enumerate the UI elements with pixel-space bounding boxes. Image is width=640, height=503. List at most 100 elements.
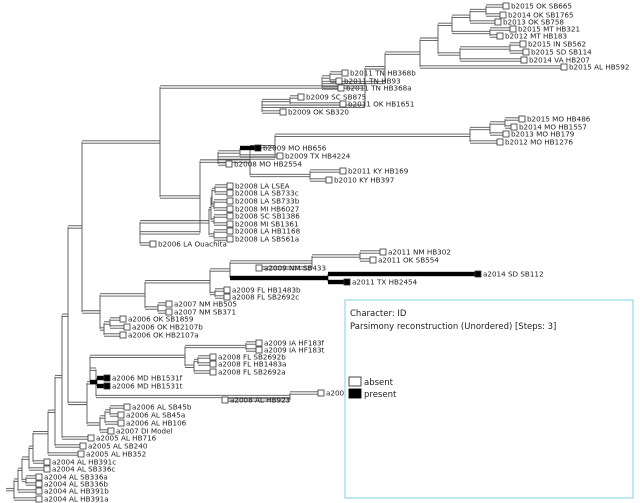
- taxon-label: b2008 LA SB733c: [235, 189, 299, 198]
- taxon-label: a2008 FL HB1483a: [218, 360, 286, 369]
- taxon-label: b2008 MI SB1361: [235, 220, 299, 229]
- taxon-state-box: [117, 411, 125, 419]
- taxon-state-box: [209, 360, 217, 368]
- taxon-state-box: [226, 235, 234, 243]
- legend-present-swatch: [348, 388, 362, 399]
- taxon-label: a2008 FL SB2692a: [218, 368, 286, 377]
- taxon-state-box: [519, 40, 527, 48]
- taxon-state-box: [165, 300, 173, 308]
- taxon-label: b2009 OK SB320: [288, 108, 349, 117]
- taxon-state-box: [254, 144, 262, 152]
- taxon-label: a2011 NM HB302: [388, 248, 451, 257]
- taxon-state-box: [502, 130, 510, 138]
- taxon-state-box: [317, 389, 325, 397]
- present-branch: [97, 383, 104, 389]
- taxon-state-box: [149, 240, 157, 248]
- taxon-label: b2009 TX HB4224: [285, 152, 351, 161]
- legend-absent-label: absent: [364, 378, 394, 388]
- taxon-label: a2006 MD HB1531f: [112, 374, 183, 383]
- taxon-label: b2012 MO HB1276: [505, 138, 573, 147]
- taxon-label: a2006 MD HB1531t: [112, 382, 183, 391]
- taxon-label: a2011 OK SB554: [378, 256, 439, 265]
- taxon-state-box: [79, 442, 87, 450]
- taxon-label: a2005 AL HB352: [86, 450, 146, 459]
- taxon-label: b2006 LA Ouachita: [158, 240, 227, 249]
- taxon-state-box: [225, 160, 233, 168]
- taxon-label: a2008 AL HB923: [230, 396, 290, 405]
- taxon-label: a2008 FL SB2692b: [218, 353, 286, 362]
- taxon-label: b2013 OK SB758: [503, 18, 564, 27]
- taxon-state-box: [494, 18, 502, 26]
- legend-box: [344, 299, 634, 499]
- taxon-state-box: [335, 77, 343, 85]
- taxon-state-box: [119, 331, 127, 339]
- taxon-state-box: [279, 108, 287, 116]
- taxon-state-box: [103, 374, 111, 382]
- taxon-label: a2007 NM HB505: [174, 300, 237, 309]
- taxon-state-box: [223, 293, 231, 301]
- present-branch: [328, 279, 344, 285]
- taxon-state-box: [522, 48, 530, 56]
- taxon-label: a2009 NM SB433: [264, 264, 326, 273]
- present-branch: [97, 375, 104, 381]
- taxon-state-box: [223, 286, 231, 294]
- taxon-state-box: [502, 2, 510, 10]
- taxon-label: a2006 AL HB106: [126, 419, 187, 428]
- taxon-label: b2008 MO HB2554: [234, 160, 302, 169]
- taxon-state-box: [297, 93, 305, 101]
- taxon-state-box: [341, 69, 349, 77]
- taxon-label: b2011 TN HB93: [344, 77, 401, 86]
- taxon-state-box: [226, 189, 234, 197]
- legend-absent-swatch: [348, 376, 362, 387]
- taxon-label: a2006 OK HB2107a: [128, 331, 199, 340]
- taxon-label: b2011 TN HB368a: [346, 84, 412, 93]
- taxon-state-box: [226, 220, 234, 228]
- taxon-label: b2008 LA LSEA: [235, 182, 290, 191]
- taxon-label: b2011 TN HB368b: [350, 69, 416, 78]
- taxon-label: a2009 IA HF183f: [264, 339, 325, 348]
- taxon-state-box: [226, 197, 234, 205]
- taxon-label: b2015 OK SB665: [511, 2, 572, 11]
- taxon-state-box: [87, 434, 95, 442]
- taxon-label: a2009 IA HF183t: [264, 346, 325, 355]
- taxon-state-box: [255, 264, 263, 272]
- taxon-state-box: [107, 427, 115, 435]
- taxon-label: b2013 MO HB179: [511, 130, 575, 139]
- taxon-label: b2008 LA SB733b: [235, 197, 300, 206]
- taxon-label: a2009 FL HB1483b: [232, 286, 301, 295]
- taxon-label: a2008 FL SB2692c: [232, 293, 299, 302]
- taxon-label: a2005 AL SB240: [88, 442, 148, 451]
- taxon-label: b2009 SC SB875: [306, 93, 366, 102]
- taxon-state-box: [255, 346, 263, 354]
- present-branch: [328, 271, 475, 277]
- taxon-state-box: [43, 465, 51, 473]
- taxon-label: b2014 VA HB207: [529, 56, 590, 65]
- taxon-state-box: [369, 256, 377, 264]
- taxon-label: b2011 OK HB1651: [348, 100, 414, 109]
- taxon-label: a2011 TX HB2454: [352, 278, 418, 287]
- taxon-state-box: [496, 32, 504, 40]
- tree-branches: [6, 4, 561, 501]
- taxon-label: a2014 SD SB112: [483, 270, 544, 279]
- taxon-label: a2006 AL SB45a: [126, 411, 185, 420]
- taxon-state-box: [123, 403, 131, 411]
- taxon-state-box: [510, 123, 518, 131]
- taxon-state-box: [165, 308, 173, 316]
- taxon-state-box: [379, 248, 387, 256]
- taxon-label: a2006 OK SB1859: [128, 315, 194, 324]
- taxon-state-box: [509, 25, 517, 33]
- legend-character: Character: ID: [350, 309, 407, 319]
- present-branch: [230, 275, 328, 281]
- taxon-state-box: [343, 278, 351, 286]
- taxon-label: a2004 AL HB391b: [44, 487, 109, 496]
- taxon-label: b2015 MT HB321: [518, 25, 580, 34]
- taxon-state-box: [117, 419, 125, 427]
- taxon-state-box: [209, 368, 217, 376]
- taxon-label: a2004 AL HB391a: [44, 495, 109, 503]
- taxon-state-box: [496, 138, 504, 146]
- taxon-state-box: [221, 396, 229, 404]
- taxon-state-box: [474, 270, 482, 278]
- taxon-state-box: [103, 382, 111, 390]
